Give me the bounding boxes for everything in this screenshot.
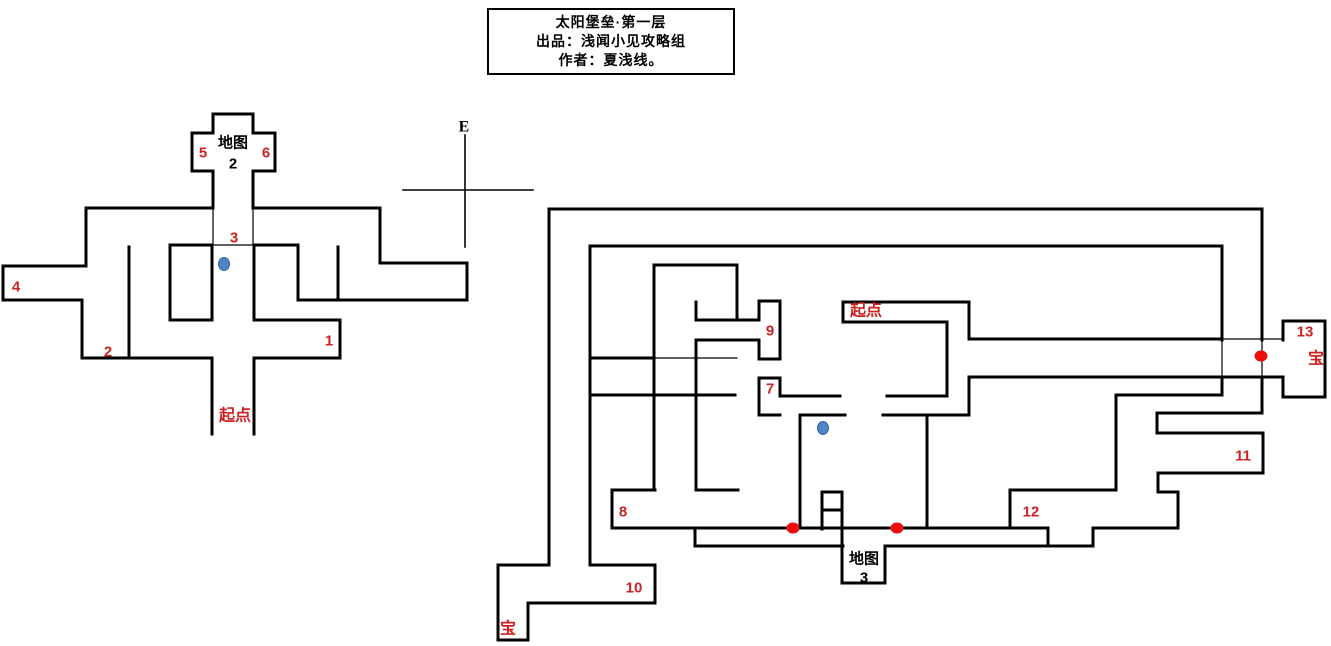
title-box: 太阳堡垒·第一层 出品：浅闻小见攻略组 作者：夏浅线。 [487, 8, 735, 75]
map-label: 起点 [849, 301, 882, 320]
title-line-3: 作者：夏浅线。 [558, 52, 664, 68]
map-label: 6 [262, 145, 270, 162]
map-label: 9 [766, 323, 774, 340]
title-line-2: 出品：浅闻小见攻略组 [536, 33, 686, 49]
map-label: 3 [230, 230, 238, 247]
map-label: 3 [860, 570, 868, 587]
map-label: 2 [229, 156, 237, 173]
title-line-1: 太阳堡垒·第一层 [555, 14, 667, 30]
map-label: 宝 [500, 619, 516, 638]
map-label: 11 [1235, 448, 1251, 465]
map-label: 5 [199, 145, 207, 162]
map-label: 地图 [849, 550, 879, 568]
red-dot [1254, 350, 1268, 362]
map-label: 起点 [218, 406, 251, 425]
map-label: 8 [619, 504, 627, 521]
map-label: 2 [104, 344, 112, 361]
map-label: 地图 [218, 134, 248, 152]
red-dot [890, 522, 904, 534]
map-label: 4 [12, 279, 21, 296]
map-label: 宝 [1308, 349, 1324, 368]
map-label: 1 [325, 333, 333, 350]
blue-dot [218, 257, 230, 271]
map-label: 13 [1297, 324, 1314, 341]
map-label: 12 [1023, 504, 1040, 521]
map-label: 7 [766, 381, 774, 398]
compass-east-label: E [459, 119, 470, 136]
map-label: 10 [626, 580, 643, 597]
red-dot [786, 522, 800, 534]
blue-dot [817, 421, 829, 435]
